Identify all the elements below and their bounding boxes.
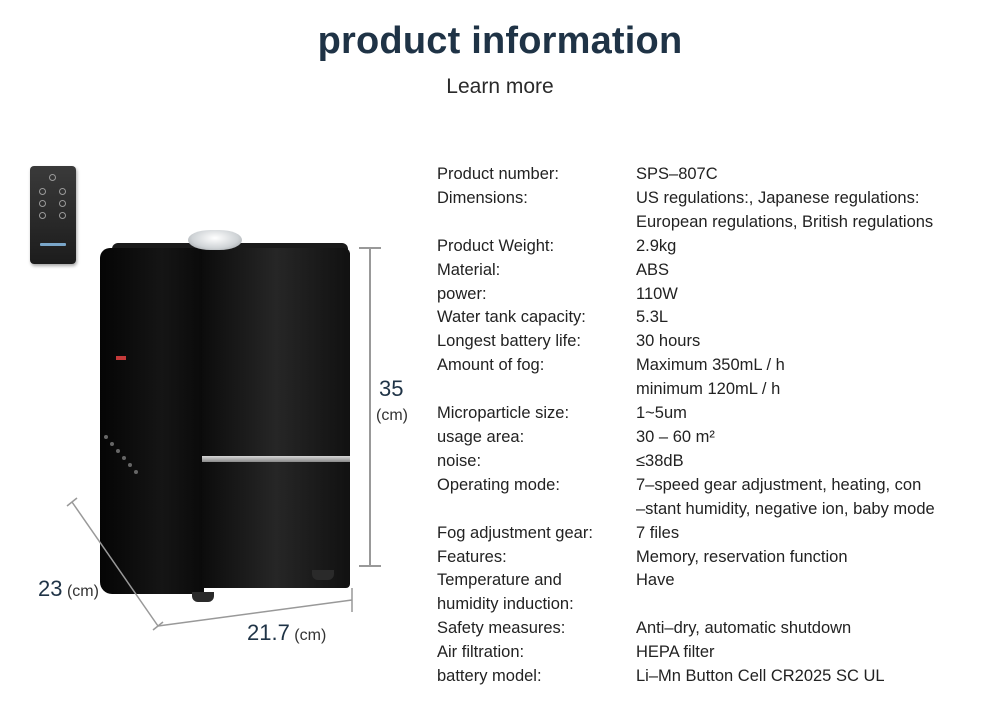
height-dimension-cap [359,565,381,567]
control-button-icon [122,456,126,460]
spec-value: HEPA filter [636,643,715,662]
control-button-icon [116,449,120,453]
humidifier-foot [312,570,334,580]
spec-label: battery model: [437,667,542,686]
spec-label: power: [437,284,487,303]
learn-more-link[interactable]: Learn more [446,75,554,98]
height-value: 35 [379,376,404,401]
spec-label: noise: [437,451,482,470]
depth-dimension-cap [66,497,78,507]
spec-value: Li–Mn Button Cell CR2025 SC UL [636,667,885,686]
spec-value: ≤38dB [636,451,684,470]
spec-label: Water tank capacity: [437,308,586,327]
spec-value: 110W [636,284,678,303]
spec-table: Product number: SPS–807C Dimensions: US … [437,163,982,689]
humidifier-foot [192,592,214,602]
control-button-icon [134,470,138,474]
width-dimension-line [157,599,353,627]
remote-button-icon [59,188,66,195]
display-indicator [116,356,126,360]
spec-label: Dimensions: [437,188,528,207]
spec-row: Operating mode: 7–speed gear adjustment,… [437,474,982,522]
spec-row: Material: ABS [437,259,982,283]
humidifier-front-panel [202,248,350,588]
spec-value: 7 files [636,523,680,542]
humidifier-mist-nozzle [188,230,242,250]
spec-label: Fog adjustment gear: [437,523,593,542]
spec-label: Longest battery life: [437,332,582,351]
spec-row: Water tank capacity: 5.3L [437,306,982,330]
spec-row: power: 110W [437,283,982,307]
spec-label: Product Weight: [437,236,555,255]
remote-logo [40,243,66,246]
spec-row: battery model: Li–Mn Button Cell CR2025 … [437,665,982,689]
spec-label: Operating mode: [437,475,560,494]
spec-row: Fog adjustment gear: 7 files [437,522,982,546]
spec-value: 5.3L [636,308,669,327]
depth-label: 23 (cm) [38,576,99,602]
spec-value: Memory, reservation function [636,547,848,566]
height-dimension-line [369,248,371,566]
spec-row: Air filtration: HEPA filter [437,641,982,665]
spec-row: Features: Memory, reservation function [437,546,982,570]
spec-label: Air filtration: [437,643,525,662]
spec-value: 30 hours [636,332,701,351]
width-label: 21.7 (cm) [247,620,326,646]
remote-button-icon [39,212,46,219]
spec-value: 7–speed gear adjustment, heating, con–st… [636,475,935,518]
remote-power-button-icon [49,174,56,181]
spec-value: Anti–dry, automatic shutdown [636,619,852,638]
spec-row: Product number: SPS–807C [437,163,982,187]
remote-button-icon [39,188,46,195]
spec-label: Material: [437,260,501,279]
width-unit: (cm) [294,627,327,644]
height-dimension-cap [359,247,381,249]
spec-label: Safety measures: [437,619,566,638]
spec-label: Amount of fog: [437,356,545,375]
remote-control-image [30,166,76,264]
spec-label: Product number: [437,165,559,183]
spec-label: Microparticle size: [437,404,570,423]
spec-value: 30 – 60 m² [636,427,715,446]
remote-button-icon [59,200,66,207]
remote-button-icon [59,212,66,219]
width-value: 21.7 [247,620,290,645]
spec-value: 1~5um [636,404,687,423]
spec-row: Safety measures: Anti–dry, automatic shu… [437,617,982,641]
control-button-icon [104,435,108,439]
spec-row: Longest battery life: 30 hours [437,330,982,354]
depth-value: 23 [38,576,63,601]
spec-label: usage area: [437,427,525,446]
spec-value: Have [636,571,675,590]
humidifier-chrome-stripe [202,456,350,462]
spec-row: Product Weight: 2.9kg [437,235,982,259]
depth-unit: (cm) [66,583,99,600]
spec-row: usage area: 30 – 60 m² [437,426,982,450]
spec-row: noise: ≤38dB [437,450,982,474]
spec-row: Temperature and humidity induction: Have [437,569,982,617]
height-unit: (cm) [376,407,408,424]
spec-value: 2.9kg [636,236,677,255]
spec-row: Dimensions: US regulations:, Japanese re… [437,187,982,235]
spec-value: SPS–807C [636,165,718,183]
spec-value: ABS [636,260,670,279]
spec-value: US regulations:, Japanese regulations:Eu… [636,188,934,231]
page-title: product information [317,20,683,62]
spec-label: Temperature and humidity induction: [437,571,574,614]
remote-button-icon [39,200,46,207]
humidifier-side-panel [100,248,204,594]
depth-dimension-line [71,501,159,627]
control-button-icon [110,442,114,446]
spec-label: Features: [437,547,507,566]
control-button-icon [128,463,132,467]
spec-row: Microparticle size: 1~5um [437,402,982,426]
